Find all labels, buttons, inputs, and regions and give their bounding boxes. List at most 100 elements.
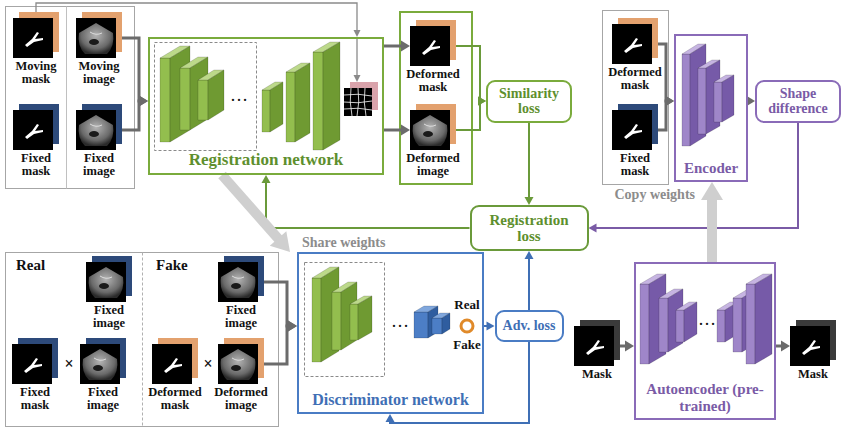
connector [525, 251, 534, 310]
node-label: Fixed mask [7, 152, 65, 178]
loss-box: Similarity loss [486, 80, 572, 123]
image-thumbnail: Fixed image [76, 104, 122, 150]
connector-line [264, 282, 290, 326]
text-group: Registration network [150, 150, 382, 170]
registration-layers [170, 46, 190, 142]
node-label: Moving image [70, 60, 128, 86]
arrowhead [288, 321, 297, 332]
image-thumbnail: Fixed mask [13, 104, 59, 150]
connector-line [122, 101, 141, 130]
registration-layers [208, 70, 224, 120]
image-thumbnails [218, 262, 258, 302]
arrowhead [288, 321, 297, 332]
encoder-layers [690, 44, 706, 146]
encoder-layers [714, 82, 722, 122]
text-group: Deformed image [212, 386, 270, 412]
discriminator-head [414, 312, 428, 338]
node-label: Deformed mask [606, 66, 664, 92]
arrowhead [270, 231, 290, 252]
registration-layers [295, 63, 310, 142]
arrowhead [401, 41, 410, 52]
arrowhead [701, 182, 723, 200]
image-thumbnails [80, 344, 120, 384]
image-thumbnails [76, 18, 116, 58]
text-group: Deformed mask [146, 386, 204, 412]
connector [262, 175, 470, 228]
image-thumbnail: Deformed image [410, 104, 456, 150]
discriminator-shared-layers [332, 292, 341, 350]
registration-layers [313, 52, 323, 150]
network-box: Autoencoder (pre-trained) [634, 262, 776, 420]
group-frames [603, 11, 669, 185]
image-thumbnails [13, 110, 53, 150]
text-group: Moving mask [7, 60, 65, 86]
image-thumbnails [12, 12, 836, 384]
registration-layers [198, 80, 208, 120]
connector-line [456, 101, 480, 130]
connector-line [384, 45, 403, 48]
node-label: Deformed image [212, 386, 270, 412]
registration-layers [262, 90, 270, 132]
node-label: Fixed image [74, 386, 132, 412]
autoencoder-layers [717, 310, 725, 342]
image-thumbnail: Deformed image [218, 338, 264, 384]
connector-line [707, 196, 717, 262]
connector-line [595, 123, 798, 229]
node-label: Deformed image [404, 152, 462, 178]
arrowhead [589, 224, 597, 233]
deformation-field [354, 75, 361, 82]
node-label: Registration loss [478, 212, 580, 245]
connector-line [384, 129, 403, 132]
text-label: Real [16, 257, 45, 274]
image-thumbnails [12, 344, 52, 384]
node-label: Similarity loss [494, 86, 564, 117]
text-label: Fake [156, 257, 188, 274]
node-label: Fixed mask [6, 386, 64, 412]
text-group: Fixed mask [6, 386, 64, 412]
node-label: Mask [568, 368, 626, 381]
deformation-field [356, 37, 357, 76]
arrowhead [487, 322, 495, 331]
autoencoder-layers [640, 274, 772, 364]
arrowhead [781, 341, 790, 352]
image-thumbnail: Deformed mask [152, 338, 198, 384]
text-label: Real [454, 298, 479, 312]
autoencoder-layers [746, 284, 755, 364]
image-thumbnails [13, 18, 53, 58]
network-box: Encoder [674, 34, 748, 182]
registration-layers [180, 68, 190, 130]
loss-box: Registration loss [470, 205, 589, 251]
registration-layers [160, 42, 340, 150]
image-thumbnails [86, 262, 126, 302]
arrowhead [478, 97, 486, 106]
discriminator-shared-layers [350, 304, 358, 340]
arrowhead [478, 97, 486, 106]
arrowhead [625, 341, 634, 352]
discriminator-shared-layers [341, 282, 357, 350]
encoder-layers [722, 75, 734, 122]
connector-line [222, 175, 281, 241]
registration-layers [286, 72, 295, 142]
arrowhead [525, 197, 534, 205]
image-thumbnail: Fixed mask [12, 338, 58, 384]
connector-line [266, 181, 470, 228]
connector [222, 175, 290, 252]
connector [122, 38, 148, 107]
text-label: … [391, 312, 409, 332]
image-thumbnail: Mask [790, 320, 836, 366]
node-label: Deformed mask [146, 386, 204, 412]
connector [384, 41, 410, 52]
edge-label: Share weights [300, 235, 387, 251]
autoencoder-layers [640, 284, 649, 364]
group-frames [66, 7, 67, 189]
connector [658, 96, 674, 131]
node-label: Autoencoder (pre-trained) [640, 381, 770, 416]
autoencoder-layers [659, 298, 668, 352]
registration-layers [190, 57, 208, 130]
text-group: Adv. loss [503, 318, 556, 333]
text-group: Shape difference [763, 86, 833, 117]
text-label: × [64, 355, 73, 373]
connector [384, 125, 410, 136]
